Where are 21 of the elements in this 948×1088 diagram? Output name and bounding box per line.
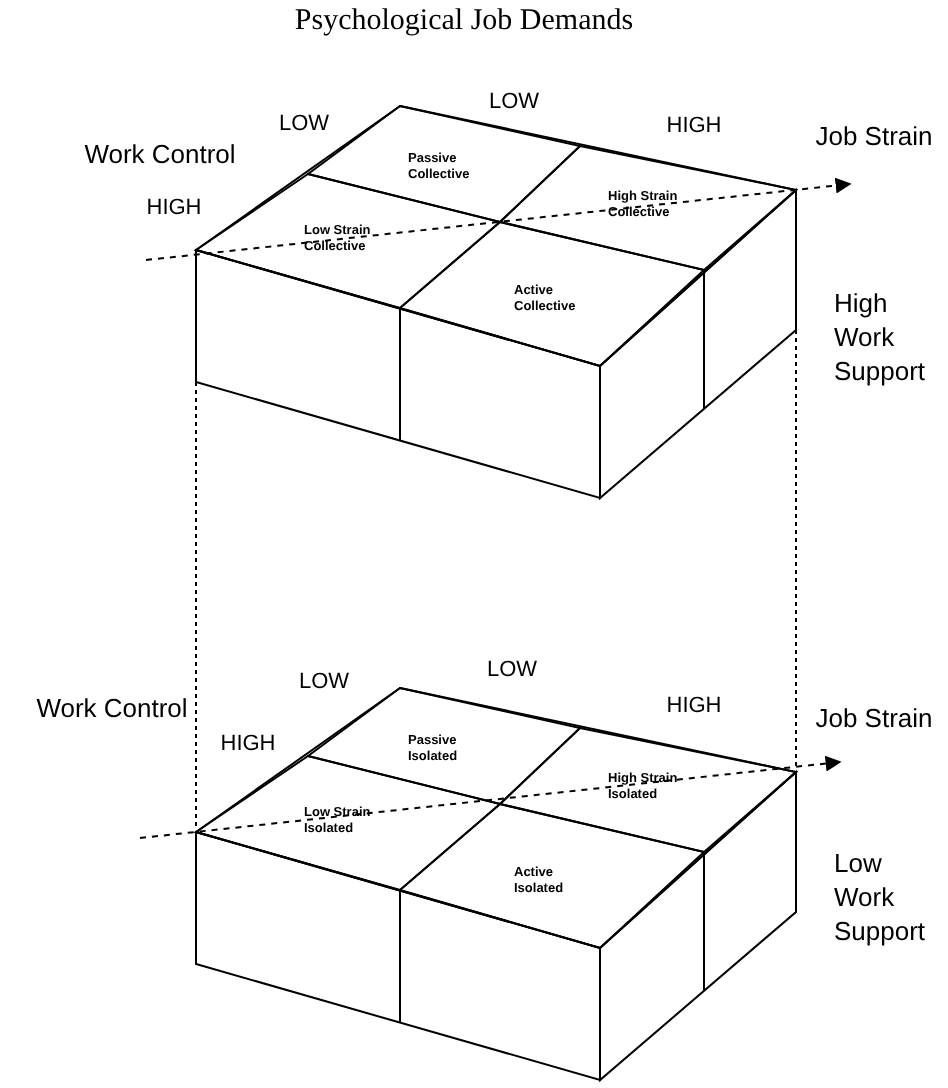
quadrant-face [500, 146, 796, 270]
axis-label: Low Work Support [834, 846, 928, 948]
axis-label: LOW [278, 112, 330, 136]
quadrant-face [500, 728, 796, 852]
axis-label: Job Strain [815, 703, 933, 733]
axis-label: HIGH [146, 196, 202, 220]
axis-label: LOW [488, 90, 540, 114]
title: Psychological Job Demands [294, 5, 634, 39]
axis-label: LOW [486, 658, 538, 682]
axis-label: HIGH [220, 732, 276, 756]
axis-label: LOW [298, 670, 350, 694]
axis-label: Work Control [36, 693, 188, 723]
dotted-connector [195, 381, 197, 831]
axis-label: High Work Support [834, 286, 928, 388]
dotted-connector [795, 329, 797, 769]
quadrant-face [400, 804, 704, 948]
axis-label: Job Strain [815, 121, 933, 151]
axis-label: HIGH [666, 694, 722, 718]
quadrant-face [400, 222, 704, 366]
axis-label: HIGH [666, 114, 722, 138]
axis-label: Work Control [84, 139, 236, 169]
